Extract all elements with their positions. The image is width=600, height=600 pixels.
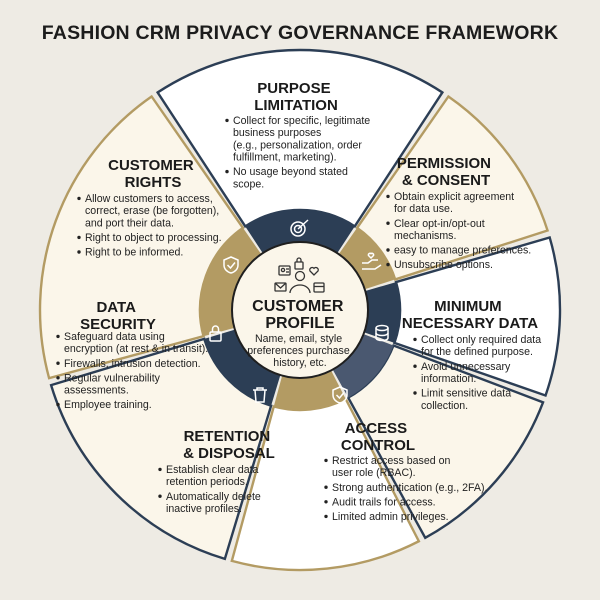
target-icon <box>290 219 309 237</box>
bullet-dot <box>77 250 81 254</box>
shield-check-icon <box>332 386 348 404</box>
bullet-dot <box>324 485 328 489</box>
bullet-dot <box>324 514 328 519</box>
trash-icon <box>253 387 267 403</box>
bullet-dot <box>413 337 417 342</box>
bullet-dot <box>225 118 229 123</box>
bullet-dot <box>386 262 390 267</box>
shield-check-icon <box>223 256 239 274</box>
bullet-dot <box>158 494 162 498</box>
center-description: Name, email, style preferences purchase … <box>247 333 352 369</box>
bullet-item: Right to be informed. <box>85 247 183 259</box>
user-icon <box>289 270 311 294</box>
customer-rights-bullets: Allow customers to access,correct, erase… <box>77 193 222 259</box>
bullet-dot <box>77 196 81 201</box>
bullet-dot <box>56 334 60 339</box>
bullet-dot <box>324 458 328 463</box>
database-icon <box>375 324 389 342</box>
retention-disposal-heading: RETENTION & DISPOSAL <box>183 428 275 462</box>
ring-segment-customer-rights <box>200 227 262 337</box>
bullet-dot <box>324 500 328 504</box>
minimum-necessary-data-heading: MINIMUM NECESSARY DATA <box>402 298 538 332</box>
center-disc <box>231 241 369 379</box>
bullet-dot <box>386 221 390 225</box>
bullet-item: Strong authentication (e.g., 2FA). <box>332 482 487 494</box>
bullet-item: Limited admin privileges. <box>332 511 449 523</box>
customer-rights-heading: CUSTOMER RIGHTS <box>108 157 198 191</box>
bullet-dot <box>56 376 60 380</box>
bullet-item: Allow customers to access,correct, erase… <box>85 193 219 229</box>
bullet-dot <box>225 169 229 174</box>
ring-icons <box>209 219 389 404</box>
hand-heart-icon <box>362 252 382 270</box>
sector-retention-disposal <box>230 397 421 572</box>
bullet-dot <box>413 364 417 368</box>
heart-icon <box>309 266 319 276</box>
bullet-dot <box>386 248 390 252</box>
center-icons <box>274 257 325 294</box>
id-card-icon <box>278 265 291 276</box>
bullet-item: Employee training. <box>64 399 152 411</box>
bullet-dot <box>158 467 162 472</box>
center-heading: CUSTOMER PROFILE <box>252 298 348 332</box>
bullet-dot <box>77 235 81 240</box>
bullet-item: Right to object to processing. <box>85 232 222 244</box>
page-title: FASHION CRM PRIVACY GOVERNANCE FRAMEWORK <box>41 22 559 44</box>
bullet-dot <box>56 361 60 365</box>
sector-headings: PURPOSE LIMITATION PERMISSION & CONSENT … <box>80 80 538 462</box>
ring-segment-permission-consent <box>338 227 396 290</box>
ring-segment-minimum-necessary-data <box>364 282 400 343</box>
ring-segment-access-control <box>332 334 394 398</box>
bullet-item: easy to manage preferences. <box>394 245 531 257</box>
ring-segment-retention-disposal <box>273 370 346 410</box>
outer-ring <box>38 48 562 572</box>
purpose-limitation-heading: PURPOSE LIMITATION <box>254 80 338 114</box>
bullet-item: Unsubscribe options. <box>394 259 493 271</box>
bullet-dot <box>56 402 60 407</box>
bullet-item: Audit trails for access. <box>332 496 436 508</box>
shopping-bag-icon <box>294 257 304 270</box>
bullet-item: Firewalls, intrusion detection. <box>64 358 201 370</box>
ring-segment-data-security <box>204 329 281 406</box>
calendar-icon <box>313 282 325 293</box>
access-control-heading: ACCESS CONTROL <box>341 420 415 454</box>
lock-icon <box>209 325 222 342</box>
mail-icon <box>274 282 287 292</box>
bullet-dot <box>413 391 417 395</box>
permission-consent-heading: PERMISSION & CONSENT <box>397 155 495 189</box>
inner-ring <box>200 210 400 410</box>
data-security-heading: DATA SECURITY <box>80 299 156 333</box>
bullet-dot <box>386 194 390 199</box>
